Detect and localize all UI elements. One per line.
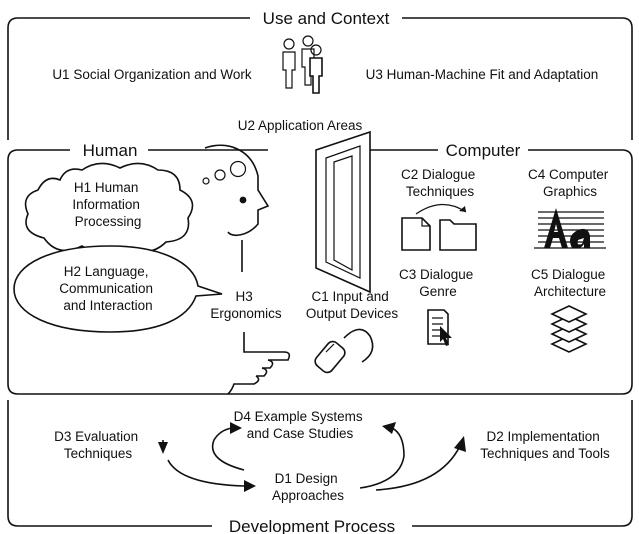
document-icon: [401, 217, 431, 251]
c4-label: C4 Computer Graphics: [528, 167, 612, 199]
d4-label: D4 Example Systems and Case Studies: [234, 409, 367, 441]
monitor-icon: [315, 130, 371, 294]
section-use-context: Use and Context: [263, 9, 390, 28]
u1-label: U1 Social Organization and Work: [52, 67, 252, 82]
head-profile-icon: [202, 144, 270, 237]
people-icon: [282, 35, 323, 94]
c2-transfer-arrow: [415, 203, 467, 215]
cycle-arrow-icon: [158, 422, 466, 492]
u2-label: U2 Application Areas: [238, 118, 363, 133]
d2-label: D2 Implementation Techniques and Tools: [480, 429, 610, 461]
folder-icon: [439, 219, 477, 251]
section-computer: Computer: [446, 141, 521, 160]
h3-label: H3 Ergonomics: [210, 289, 282, 321]
development-frame: [7, 400, 633, 527]
section-development: Development Process: [229, 517, 395, 534]
d1-label: D1 Design Approaches: [272, 471, 344, 503]
c1-label: C1 Input and Output Devices: [306, 289, 399, 321]
h1-cloud: [24, 162, 194, 255]
document-cursor-icon: [427, 309, 452, 346]
u3-label: U3 Human-Machine Fit and Adaptation: [366, 67, 599, 82]
use-context-frame: [7, 17, 633, 140]
h2-bubble: [13, 245, 223, 333]
h1-label: H1 Human Information Processing: [72, 180, 143, 229]
hand-icon: [227, 332, 291, 395]
graphics-icon: [534, 208, 606, 249]
c2-arrowhead: [459, 206, 466, 212]
layers-icon: [550, 305, 588, 353]
d3-label: D3 Evaluation Techniques: [54, 429, 142, 461]
h2-label: H2 Language, Communication and Interacti…: [59, 264, 157, 313]
mouse-icon: [314, 328, 374, 374]
c5-label: C5 Dialogue Architecture: [531, 267, 609, 299]
c3-label: C3 Dialogue Genre: [399, 267, 477, 299]
c2-label: C2 Dialogue Techniques: [401, 167, 479, 199]
section-human: Human: [83, 141, 138, 160]
